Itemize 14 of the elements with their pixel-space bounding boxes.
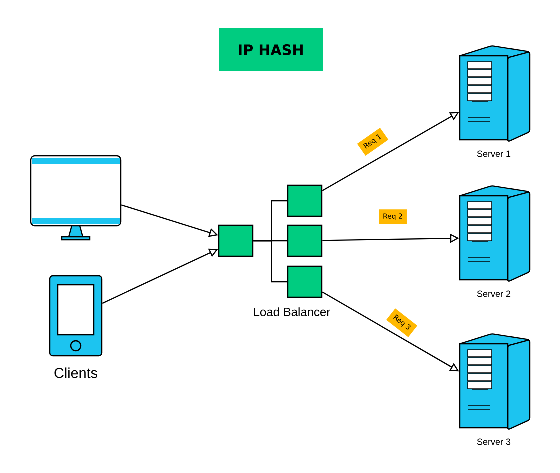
monitor-icon <box>30 155 122 241</box>
title-box: IP HASH <box>219 28 323 72</box>
server-icon <box>459 334 531 430</box>
server-label: Server 2 <box>477 290 511 298</box>
balancer-box <box>287 224 323 258</box>
group-label: Load Balancer <box>254 308 330 316</box>
server-icon <box>459 186 531 282</box>
phone-icon <box>49 275 103 357</box>
balancer-box <box>287 266 323 298</box>
balancer-box <box>287 184 323 218</box>
server-icon <box>459 46 531 142</box>
balancer-box <box>218 224 254 258</box>
server-label: Server 3 <box>477 438 511 446</box>
server-label: Server 1 <box>477 150 511 158</box>
